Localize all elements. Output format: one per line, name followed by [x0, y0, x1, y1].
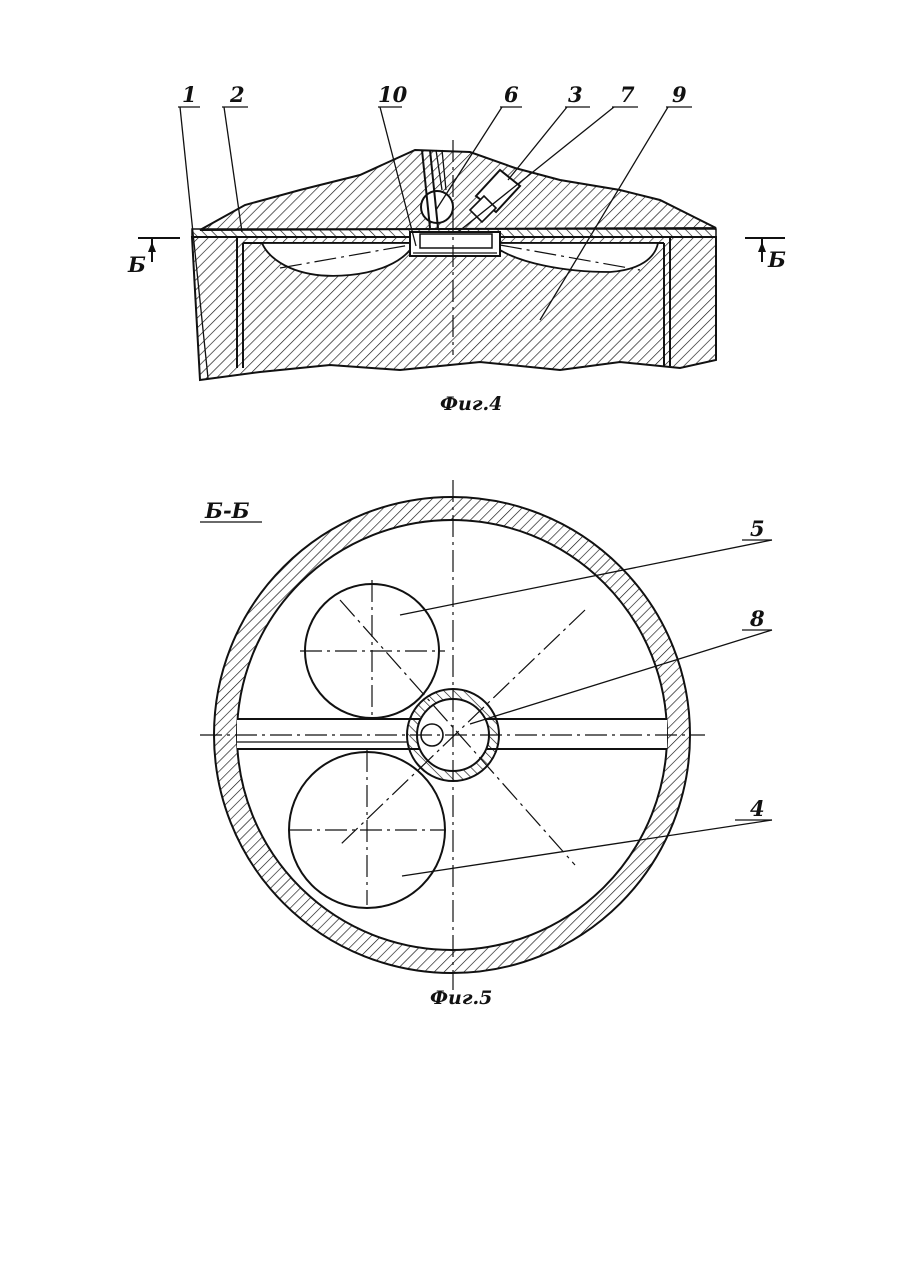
section-mark-left: Б	[127, 252, 146, 277]
callout-4: 4	[750, 796, 765, 821]
callout-2: 2	[229, 82, 245, 107]
callout-9: 9	[672, 82, 687, 107]
callout-3: 3	[568, 82, 583, 107]
callout-5: 5	[750, 516, 765, 541]
figure-5-caption: Фиг.5	[430, 987, 492, 1009]
upper-cover-body	[200, 150, 716, 230]
section-title: Б-Б	[204, 498, 250, 523]
callout-6: 6	[504, 82, 519, 107]
callout-7: 7	[620, 82, 635, 107]
figure-4: Б Б 1 2 10 6 3 7 9 Фиг.4	[127, 82, 786, 415]
callout-8: 8	[749, 606, 765, 631]
callout-1: 1	[182, 82, 197, 107]
figure-5: Б-Б 5 8 4	[200, 480, 772, 1009]
section-mark-right: Б	[767, 247, 786, 272]
callout-10: 10	[378, 82, 408, 107]
figure-4-caption: Фиг.4	[440, 393, 502, 415]
